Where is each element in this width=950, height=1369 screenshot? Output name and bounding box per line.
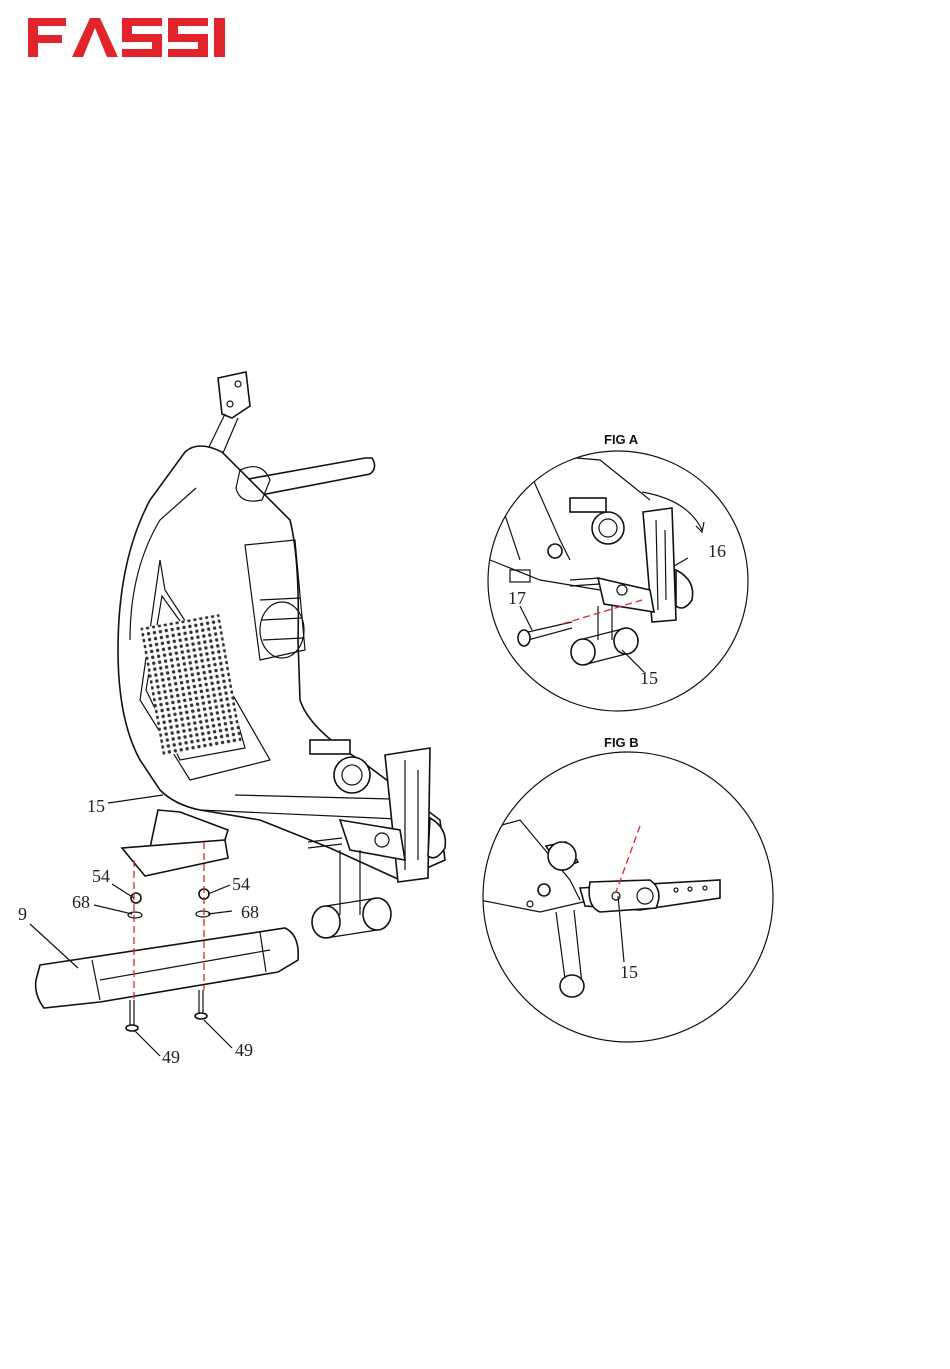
callout-16-fig-a: 16 [708, 541, 726, 561]
fig-a-detail [488, 450, 748, 711]
callout-49-left: 49 [162, 1047, 180, 1067]
callout-54-right: 54 [232, 874, 250, 894]
callout-49-right: 49 [235, 1040, 253, 1060]
fig-b-title: FIG B [604, 735, 639, 750]
callout-9: 9 [18, 904, 27, 924]
callout-68-right: 68 [241, 902, 259, 922]
rower-main-assembly [30, 372, 445, 1056]
callout-15-main: 15 [87, 796, 105, 816]
callout-68-left: 68 [72, 892, 90, 912]
callout-17-fig-a: 17 [508, 588, 526, 608]
fig-b-detail [480, 752, 773, 1042]
callout-15-fig-a: 15 [640, 668, 658, 688]
callout-54-left: 54 [92, 866, 110, 886]
fig-a-title: FIG A [604, 432, 639, 447]
callout-15-fig-b: 15 [620, 962, 638, 982]
